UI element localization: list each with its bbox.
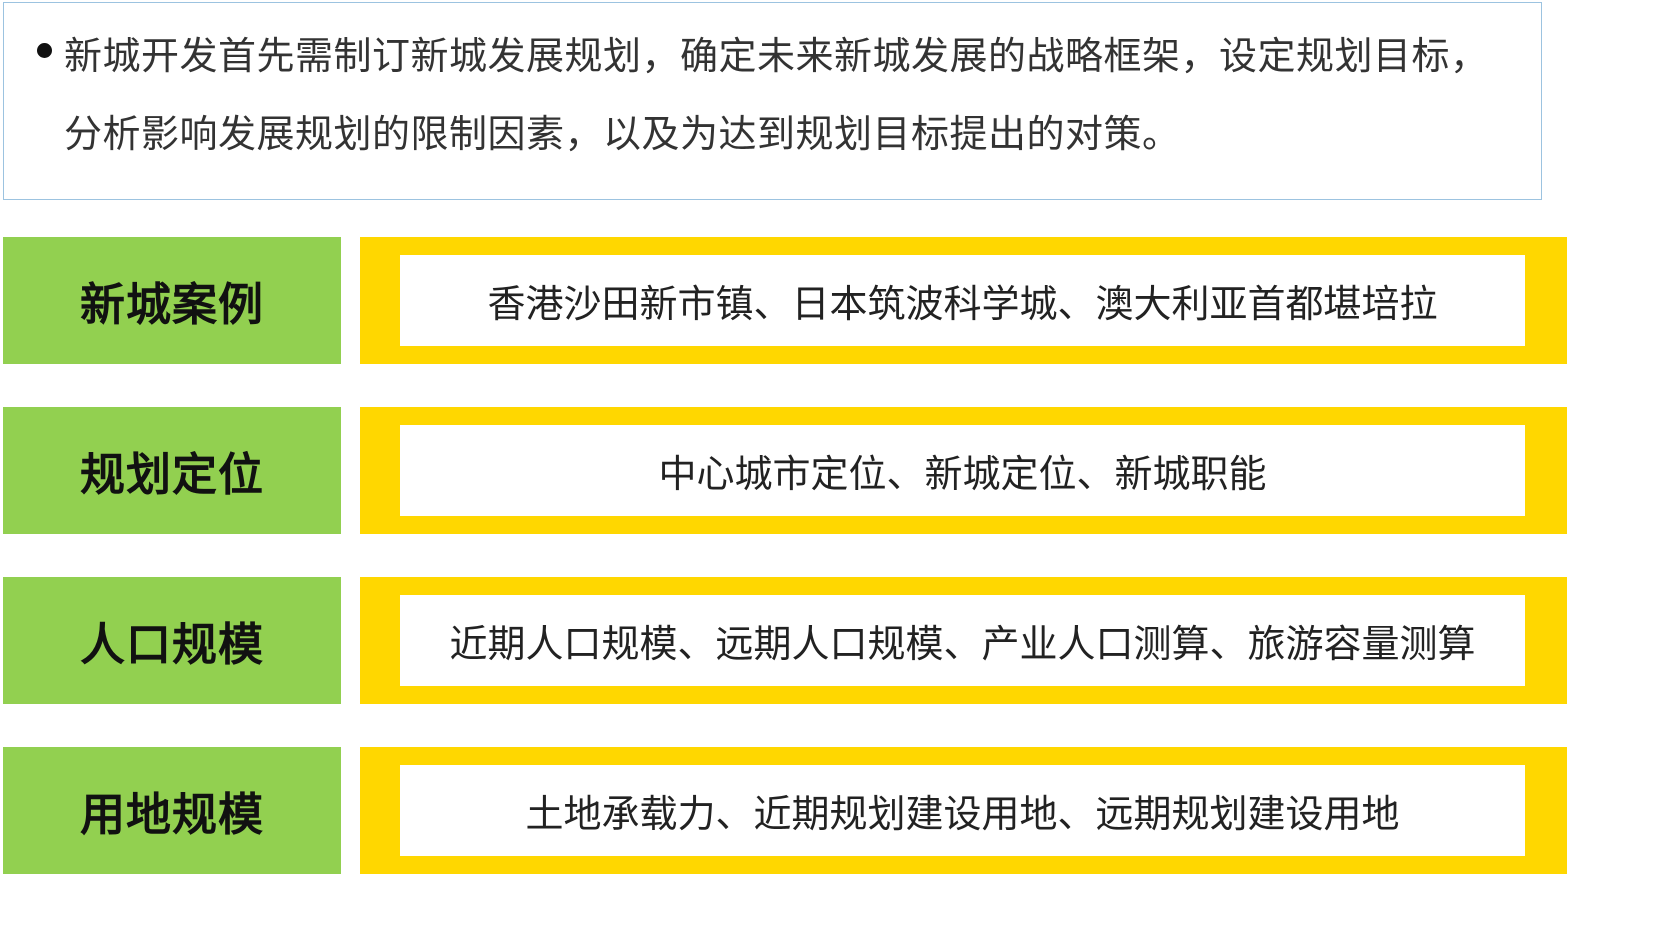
row-content: 近期人口规模、远期人口规模、产业人口测算、旅游容量测算 [449,622,1476,666]
row-content: 土地承载力、近期规划建设用地、远期规划建设用地 [525,792,1400,836]
row-content-box: 土地承载力、近期规划建设用地、远期规划建设用地 [400,765,1525,856]
row-label-box: 人口规模 [3,577,341,704]
row-population: 人口规模 近期人口规模、远期人口规模、产业人口测算、旅游容量测算 [0,577,1667,707]
row-content-frame: 中心城市定位、新城定位、新城职能 [360,407,1567,534]
row-content-box: 香港沙田新市镇、日本筑波科学城、澳大利亚首都堪培拉 [400,255,1525,346]
intro-text: 新城开发首先需制订新城发展规划，确定未来新城发展的战略框架，设定规划目标，分析影… [64,34,1489,156]
row-label-box: 用地规模 [3,747,341,874]
row-land-use: 用地规模 土地承载力、近期规划建设用地、远期规划建设用地 [0,747,1667,877]
row-label: 新城案例 [79,278,264,331]
row-label-box: 规划定位 [3,407,341,534]
row-content-frame: 土地承载力、近期规划建设用地、远期规划建设用地 [360,747,1567,874]
row-label: 用地规模 [79,788,264,841]
row-case: 新城案例 香港沙田新市镇、日本筑波科学城、澳大利亚首都堪培拉 [0,237,1667,367]
row-label-box: 新城案例 [3,237,341,364]
row-content-box: 中心城市定位、新城定位、新城职能 [400,425,1525,516]
row-content-box: 近期人口规模、远期人口规模、产业人口测算、旅游容量测算 [400,595,1525,686]
bullet-icon [37,43,52,58]
row-content-frame: 香港沙田新市镇、日本筑波科学城、澳大利亚首都堪培拉 [360,237,1567,364]
row-content: 香港沙田新市镇、日本筑波科学城、澳大利亚首都堪培拉 [487,282,1438,326]
row-label: 人口规模 [79,618,264,671]
intro-box: 新城开发首先需制订新城发展规划，确定未来新城发展的战略框架，设定规划目标，分析影… [3,2,1542,200]
row-content: 中心城市定位、新城定位、新城职能 [658,452,1267,496]
row-content-frame: 近期人口规模、远期人口规模、产业人口测算、旅游容量测算 [360,577,1567,704]
row-positioning: 规划定位 中心城市定位、新城定位、新城职能 [0,407,1667,537]
row-label: 规划定位 [79,448,264,501]
